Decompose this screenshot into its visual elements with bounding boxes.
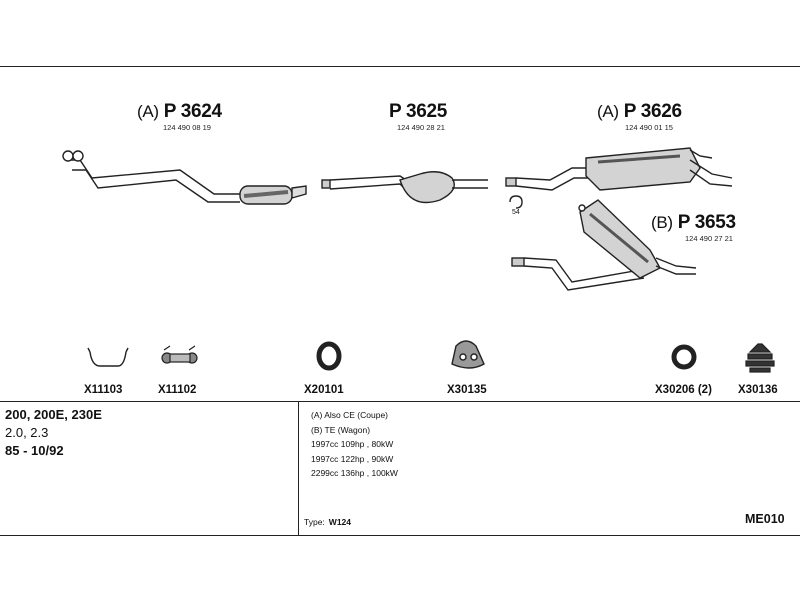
part-number-p3653: 124 490 27 21 xyxy=(685,234,733,243)
note-line: 1997cc 122hp , 90kW xyxy=(311,453,394,464)
vehicle-engines: 2.0, 2.3 xyxy=(5,425,49,440)
part-prefix: (B) xyxy=(651,213,673,232)
vehicle-models: 200, 200E, 230E xyxy=(5,407,102,422)
stacked-mount-icon xyxy=(745,343,775,373)
part-code: P 3625 xyxy=(389,101,448,122)
rubber-hanger-icon xyxy=(451,340,485,369)
clamp-label: 54 xyxy=(512,209,520,216)
reference-code: ME010 xyxy=(745,512,785,526)
vehicle-years: 85 - 10/92 xyxy=(5,443,64,458)
clamp-54 xyxy=(509,195,523,209)
accessory-code: X30136 xyxy=(738,384,778,396)
type-label: Type: xyxy=(304,517,325,527)
rear-silencer-p3653 xyxy=(511,199,697,291)
accessory-code: X20101 xyxy=(304,384,344,396)
part-prefix: (A) xyxy=(597,102,619,121)
section-divider xyxy=(0,401,800,402)
ring-gasket-icon xyxy=(316,341,342,371)
part-title-p3624: (A) P 3624 xyxy=(137,101,222,123)
part-code: P 3624 xyxy=(163,101,222,122)
part-number-p3626: 124 490 01 15 xyxy=(625,123,673,132)
middle-silencer-p3625 xyxy=(321,171,488,204)
accessory-code: X11103 xyxy=(84,384,123,396)
column-divider xyxy=(298,401,299,535)
part-number-p3624: 124 490 08 19 xyxy=(163,123,211,132)
notes-list: (A) Also CE (Coupe) (B) TE (Wagon) 1997c… xyxy=(311,408,398,481)
part-prefix: (A) xyxy=(137,102,159,121)
accessory-code: X11102 xyxy=(158,384,197,396)
part-code: P 3653 xyxy=(677,212,736,233)
diagram-frame xyxy=(0,66,800,536)
part-title-p3625: P 3625 xyxy=(389,101,447,123)
accessory-code: X30206 (2) xyxy=(655,384,712,396)
ring-gasket-icon xyxy=(671,344,697,370)
part-title-p3653: (B) P 3653 xyxy=(651,212,736,234)
part-number-p3625: 124 490 28 21 xyxy=(397,123,445,132)
accessory-code: X30135 xyxy=(447,384,487,396)
type-row: Type:W124 xyxy=(304,517,351,527)
type-value: W124 xyxy=(328,517,352,527)
vehicle-info: 200, 200E, 230E 2.0, 2.3 85 - 10/92 xyxy=(5,406,102,460)
note-line: 2299cc 136hp , 100kW xyxy=(311,468,398,478)
part-title-p3626: (A) P 3626 xyxy=(597,101,682,123)
rear-silencer-p3626 xyxy=(505,147,733,191)
note-line: (A) Also CE (Coupe) xyxy=(311,410,388,420)
note-line: (B) TE (Wagon) xyxy=(311,424,371,435)
note-line: 1997cc 109hp , 80kW xyxy=(311,439,394,449)
hanger-wire-icon xyxy=(87,347,129,367)
front-pipe-p3624 xyxy=(62,150,307,205)
part-code: P 3626 xyxy=(623,101,682,122)
rubber-mount-icon xyxy=(161,345,198,364)
